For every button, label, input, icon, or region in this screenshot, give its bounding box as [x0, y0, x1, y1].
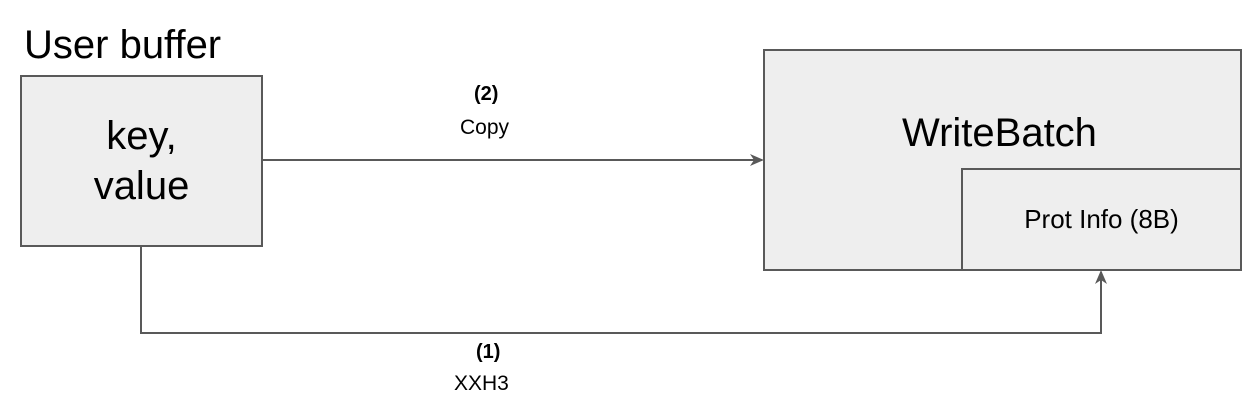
hash-label: XXH3 [454, 372, 509, 395]
hash-step: (1) [476, 341, 501, 363]
prot-info-box: Prot Info (8B) [961, 168, 1242, 271]
write-batch-title: WriteBatch [902, 111, 1097, 155]
copy-label: Copy [460, 116, 510, 139]
prot-info-label: Prot Info (8B) [1024, 204, 1179, 234]
copy-step: (2) [474, 83, 499, 105]
user-buffer-title: User buffer [24, 23, 222, 67]
value-label: value [93, 164, 190, 208]
key-label: key, [106, 114, 177, 158]
key-value-box: key, value [20, 75, 263, 247]
hash-arrow [140, 245, 1107, 334]
